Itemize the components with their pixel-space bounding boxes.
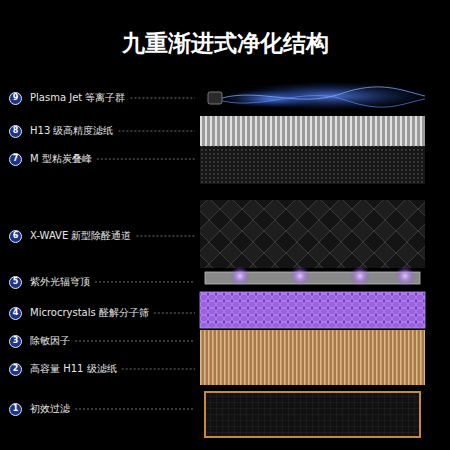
layer-label: X-WAVE 新型除醛通道: [30, 229, 131, 243]
callout-circle: 3: [9, 335, 22, 348]
layer-label: 初效过滤: [30, 402, 70, 416]
callout-number: 9: [13, 94, 19, 102]
layer-label: Microcrystals 醛解分子筛: [30, 306, 149, 320]
leader-line: [154, 313, 195, 314]
leader-line: [118, 131, 195, 132]
layer-label: 除敏因子: [30, 334, 70, 348]
callout-number: 5: [13, 278, 19, 286]
callout-number: 1: [13, 405, 19, 413]
callout-number: 7: [13, 155, 19, 163]
leader-line: [75, 409, 195, 410]
layer-label: H13 级高精度滤纸: [30, 124, 113, 138]
callout-circle: 8: [9, 125, 22, 138]
layer-label: 高容量 H11 级滤纸: [30, 362, 117, 376]
callout-circle: 7: [9, 153, 22, 166]
callout-circle: 1: [9, 403, 22, 416]
leader-line: [95, 282, 195, 283]
leader-line: [130, 98, 195, 99]
leader-line: [75, 341, 195, 342]
callout-circle: 9: [9, 92, 22, 105]
callout-circle: 4: [9, 307, 22, 320]
leader-line: [122, 369, 195, 370]
layer-label: M 型粘炭叠峰: [30, 152, 92, 166]
leader-line: [136, 236, 195, 237]
callout-number: 6: [13, 232, 19, 240]
leader-line: [97, 159, 195, 160]
callout-number: 3: [13, 337, 19, 345]
diagram-title: 九重渐进式净化结构: [0, 28, 450, 59]
callout-number: 8: [13, 127, 19, 135]
callout-number: 2: [13, 365, 19, 373]
layer-label: Plasma Jet 等离子群: [30, 91, 125, 105]
callout-circle: 6: [9, 230, 22, 243]
callout-circle: 2: [9, 363, 22, 376]
callout-number: 4: [13, 309, 19, 317]
callout-circle: 5: [9, 276, 22, 289]
layer-label: 紫外光辐穹顶: [30, 275, 90, 289]
